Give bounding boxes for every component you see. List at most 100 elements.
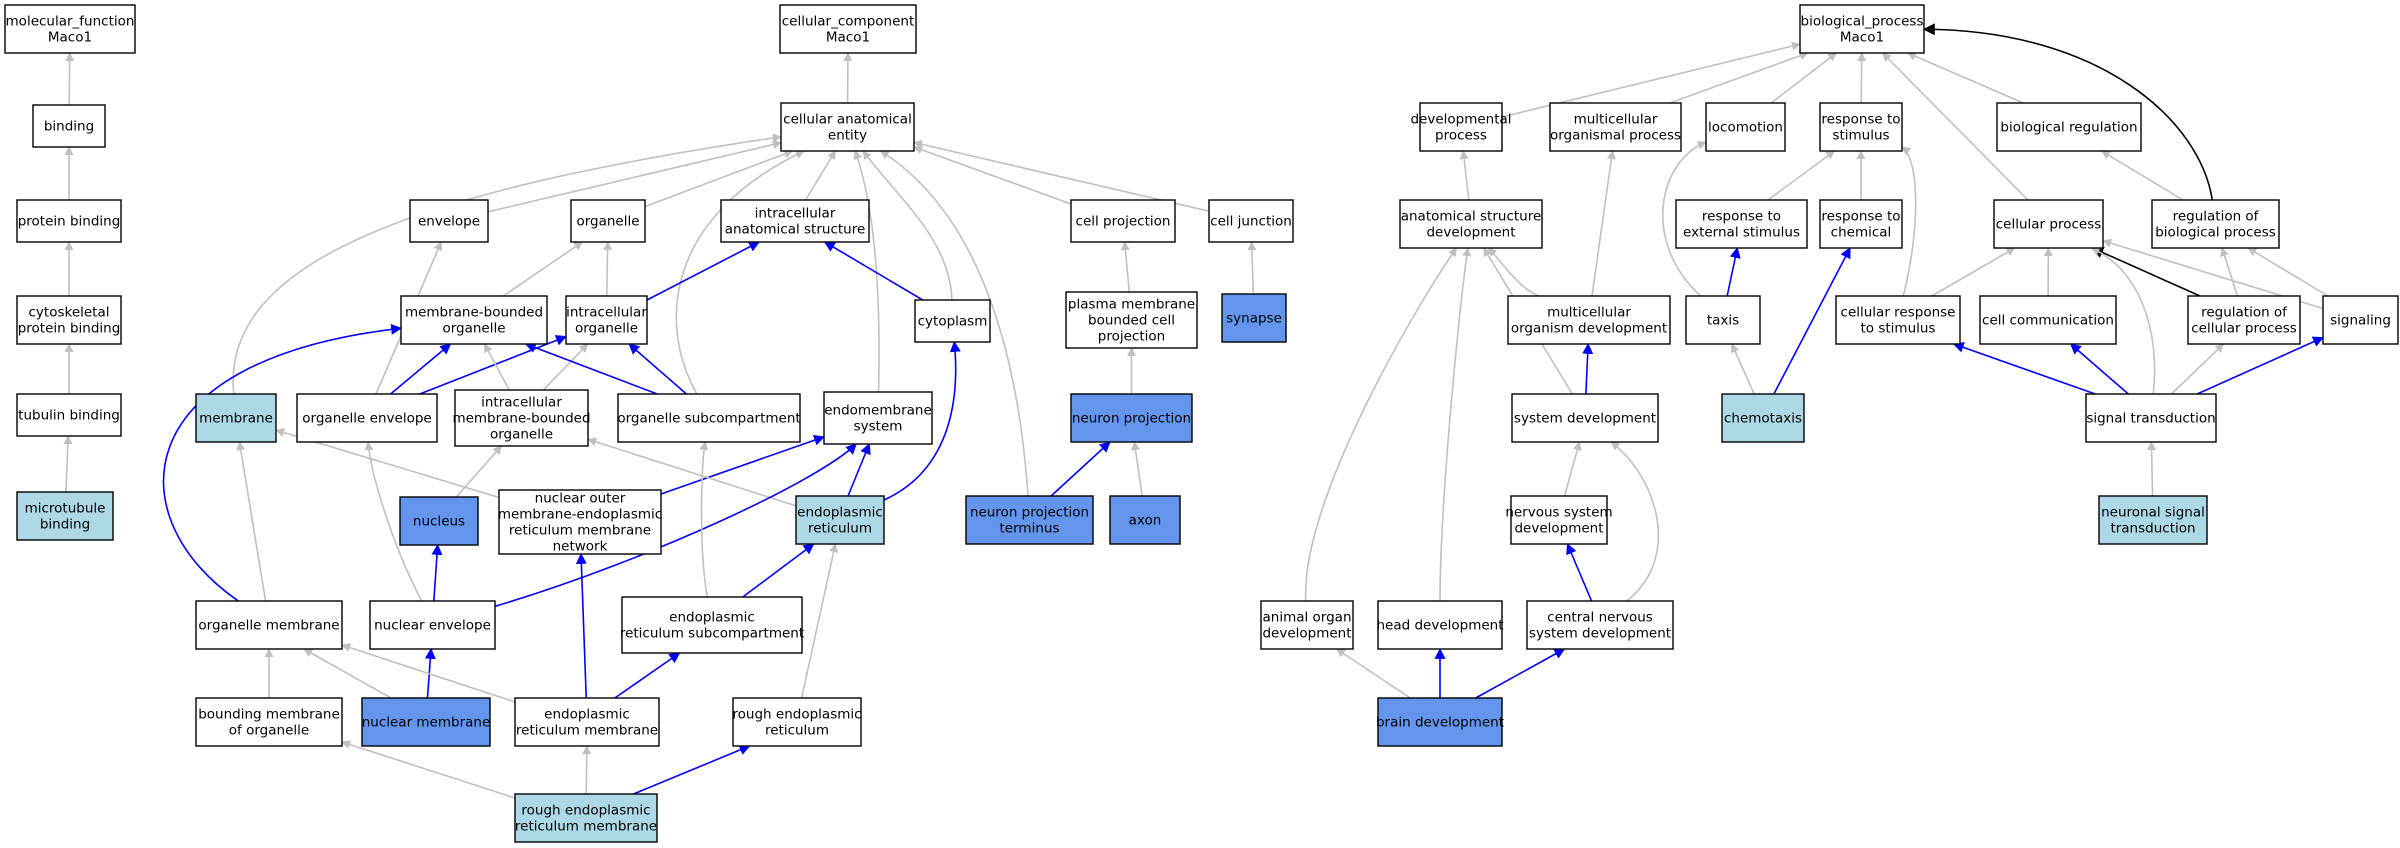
node-label-line: cytoskeletal xyxy=(28,304,109,320)
node-box xyxy=(617,393,801,443)
edge-io-to-ias xyxy=(646,241,760,301)
node-label-line: rough endoplasmic xyxy=(521,802,650,818)
node-label-line: organelle xyxy=(490,426,553,442)
node-membrane[interactable]: membrane xyxy=(195,393,277,443)
node-label-line: organelle xyxy=(576,213,639,229)
node-label-line: intracellular xyxy=(755,205,836,221)
node-brain-dev[interactable]: brain development xyxy=(1376,697,1504,747)
node-taxis[interactable]: taxis xyxy=(1685,295,1761,345)
node-cell-comm[interactable]: cell communication xyxy=(1979,295,2117,345)
node-label-line: system development xyxy=(1529,625,1671,641)
edge-org_mem-to-membrane xyxy=(236,441,267,602)
node-org-sub[interactable]: organelle subcompartment xyxy=(617,393,801,443)
node-label-line: developmental xyxy=(1410,111,1511,127)
node-cell-proc[interactable]: cellular process xyxy=(1993,199,2104,249)
node-cytoplasm[interactable]: cytoplasm xyxy=(914,299,991,343)
node-box xyxy=(399,496,479,546)
node-sig-trans[interactable]: signal transduction xyxy=(2085,393,2217,443)
edge-taxis-to-locomotion xyxy=(1662,140,1707,297)
node-binding[interactable]: binding xyxy=(32,104,106,148)
node-box xyxy=(16,393,122,437)
node-nuc-env[interactable]: nuclear envelope xyxy=(369,600,496,650)
node-neuron-projection[interactable]: neuron projection xyxy=(1070,393,1193,443)
node-box xyxy=(1109,495,1181,545)
node-label-line: neuron projection xyxy=(1072,410,1191,426)
node-organelle[interactable]: organelle xyxy=(570,199,646,243)
node-nomerm[interactable]: nuclear outermembrane-endoplasmicreticul… xyxy=(498,489,662,555)
edge-endomembrane-to-cae xyxy=(853,150,880,393)
edge-rough_er_mem-to-er_mem xyxy=(582,745,592,795)
node-org-mem[interactable]: organelle membrane xyxy=(195,600,343,650)
node-box xyxy=(1819,199,1903,249)
node-label-line: response to xyxy=(1821,208,1900,224)
node-locomotion[interactable]: locomotion xyxy=(1705,102,1786,152)
node-sys-dev[interactable]: system development xyxy=(1511,393,1659,443)
node-label-line: organelle membrane xyxy=(198,617,339,633)
node-nucleus[interactable]: nucleus xyxy=(399,496,479,546)
node-tubulin[interactable]: tubulin binding xyxy=(16,393,122,437)
node-label-line: membrane xyxy=(199,410,273,426)
node-box xyxy=(1835,295,1961,345)
node-synapse[interactable]: synapse xyxy=(1221,293,1287,343)
node-envelope[interactable]: envelope xyxy=(409,199,489,243)
node-label-line: anatomical structure xyxy=(725,221,866,237)
node-nuc-mem[interactable]: nuclear membrane xyxy=(361,697,491,747)
node-label-line: chemotaxis xyxy=(1724,410,1802,426)
node-axon[interactable]: axon xyxy=(1109,495,1181,545)
node-protein-binding[interactable]: protein binding xyxy=(16,199,122,243)
node-org-env[interactable]: organelle envelope xyxy=(296,393,438,443)
edge-brain_dev-to-cnsd xyxy=(1475,648,1566,699)
node-label-line: membrane-bounded xyxy=(405,304,543,320)
node-signaling[interactable]: signaling xyxy=(2322,295,2399,345)
edge-org_mem-to-mbo xyxy=(162,323,403,602)
node-box xyxy=(1819,102,1903,152)
node-label-line: of organelle xyxy=(229,722,309,738)
edge-chemotaxis-to-taxis xyxy=(1731,343,1755,395)
node-cell-projection[interactable]: cell projection xyxy=(1070,199,1176,243)
node-label-line: cytoplasm xyxy=(918,313,988,329)
node-head-dev[interactable]: head development xyxy=(1376,600,1504,650)
node-label-line: organism development xyxy=(1511,320,1667,336)
edge-er_mem-to-nomerm xyxy=(575,552,588,699)
node-bio-reg[interactable]: biological regulation xyxy=(1996,102,2142,152)
node-cell-junction[interactable]: cell junction xyxy=(1208,199,1294,243)
node-label-line: endoplasmic xyxy=(544,706,630,722)
node-label-line: central nervous xyxy=(1547,609,1653,625)
node-label-line: reticulum membrane xyxy=(515,818,657,834)
node-chemotaxis[interactable]: chemotaxis xyxy=(1721,393,1805,443)
